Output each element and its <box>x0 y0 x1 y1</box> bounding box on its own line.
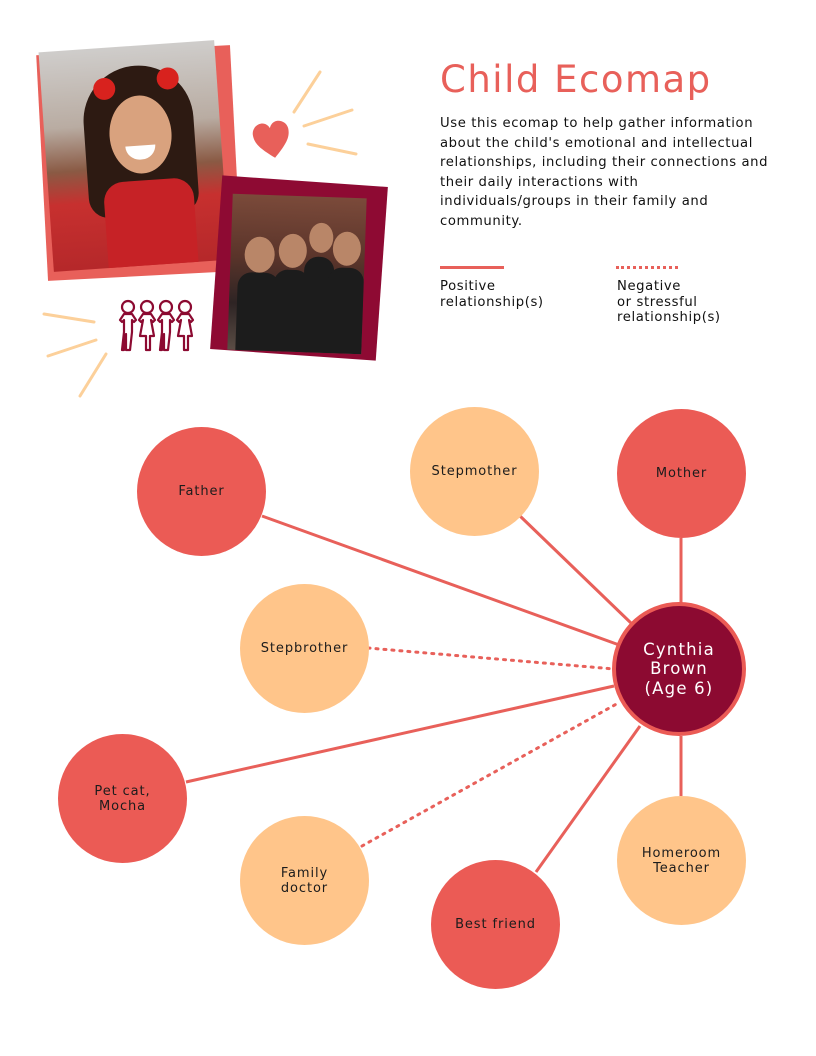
heart-icon <box>252 120 289 158</box>
intro-text: Use this ecomap to help gather informati… <box>440 116 769 229</box>
node-stepmother: Stepmother <box>410 407 539 536</box>
node-doctor: Family doctor <box>240 816 369 945</box>
node-child-center: Cynthia Brown (Age 6) <box>612 602 746 736</box>
page-title: Child Ecomap <box>440 58 712 101</box>
node-mother: Mother <box>617 409 746 538</box>
link-father <box>261 514 623 648</box>
link-stepbrother <box>366 646 616 671</box>
node-best-friend: Best friend <box>431 860 560 989</box>
legend-negative-line <box>616 266 678 269</box>
family-photo <box>227 193 367 355</box>
link-friend <box>534 725 642 873</box>
node-teacher: Homeroom Teacher <box>617 796 746 925</box>
legend-negative-label: Negative or stressful relationship(s) <box>617 279 721 325</box>
legend-positive-line <box>440 266 504 269</box>
link-pet <box>185 684 615 784</box>
link-stepmother <box>518 514 634 626</box>
node-father: Father <box>137 427 266 556</box>
sparkle-lines-icon <box>42 312 108 398</box>
girl-portrait-photo <box>38 40 230 272</box>
sparkle-lines-icon <box>292 70 358 156</box>
legend-positive-label: Positive relationship(s) <box>440 279 544 310</box>
paper-dolls-icon <box>118 299 195 352</box>
node-pet: Pet cat, Mocha <box>58 734 187 863</box>
link-doctor <box>360 700 622 848</box>
node-stepbrother: Stepbrother <box>240 584 369 713</box>
